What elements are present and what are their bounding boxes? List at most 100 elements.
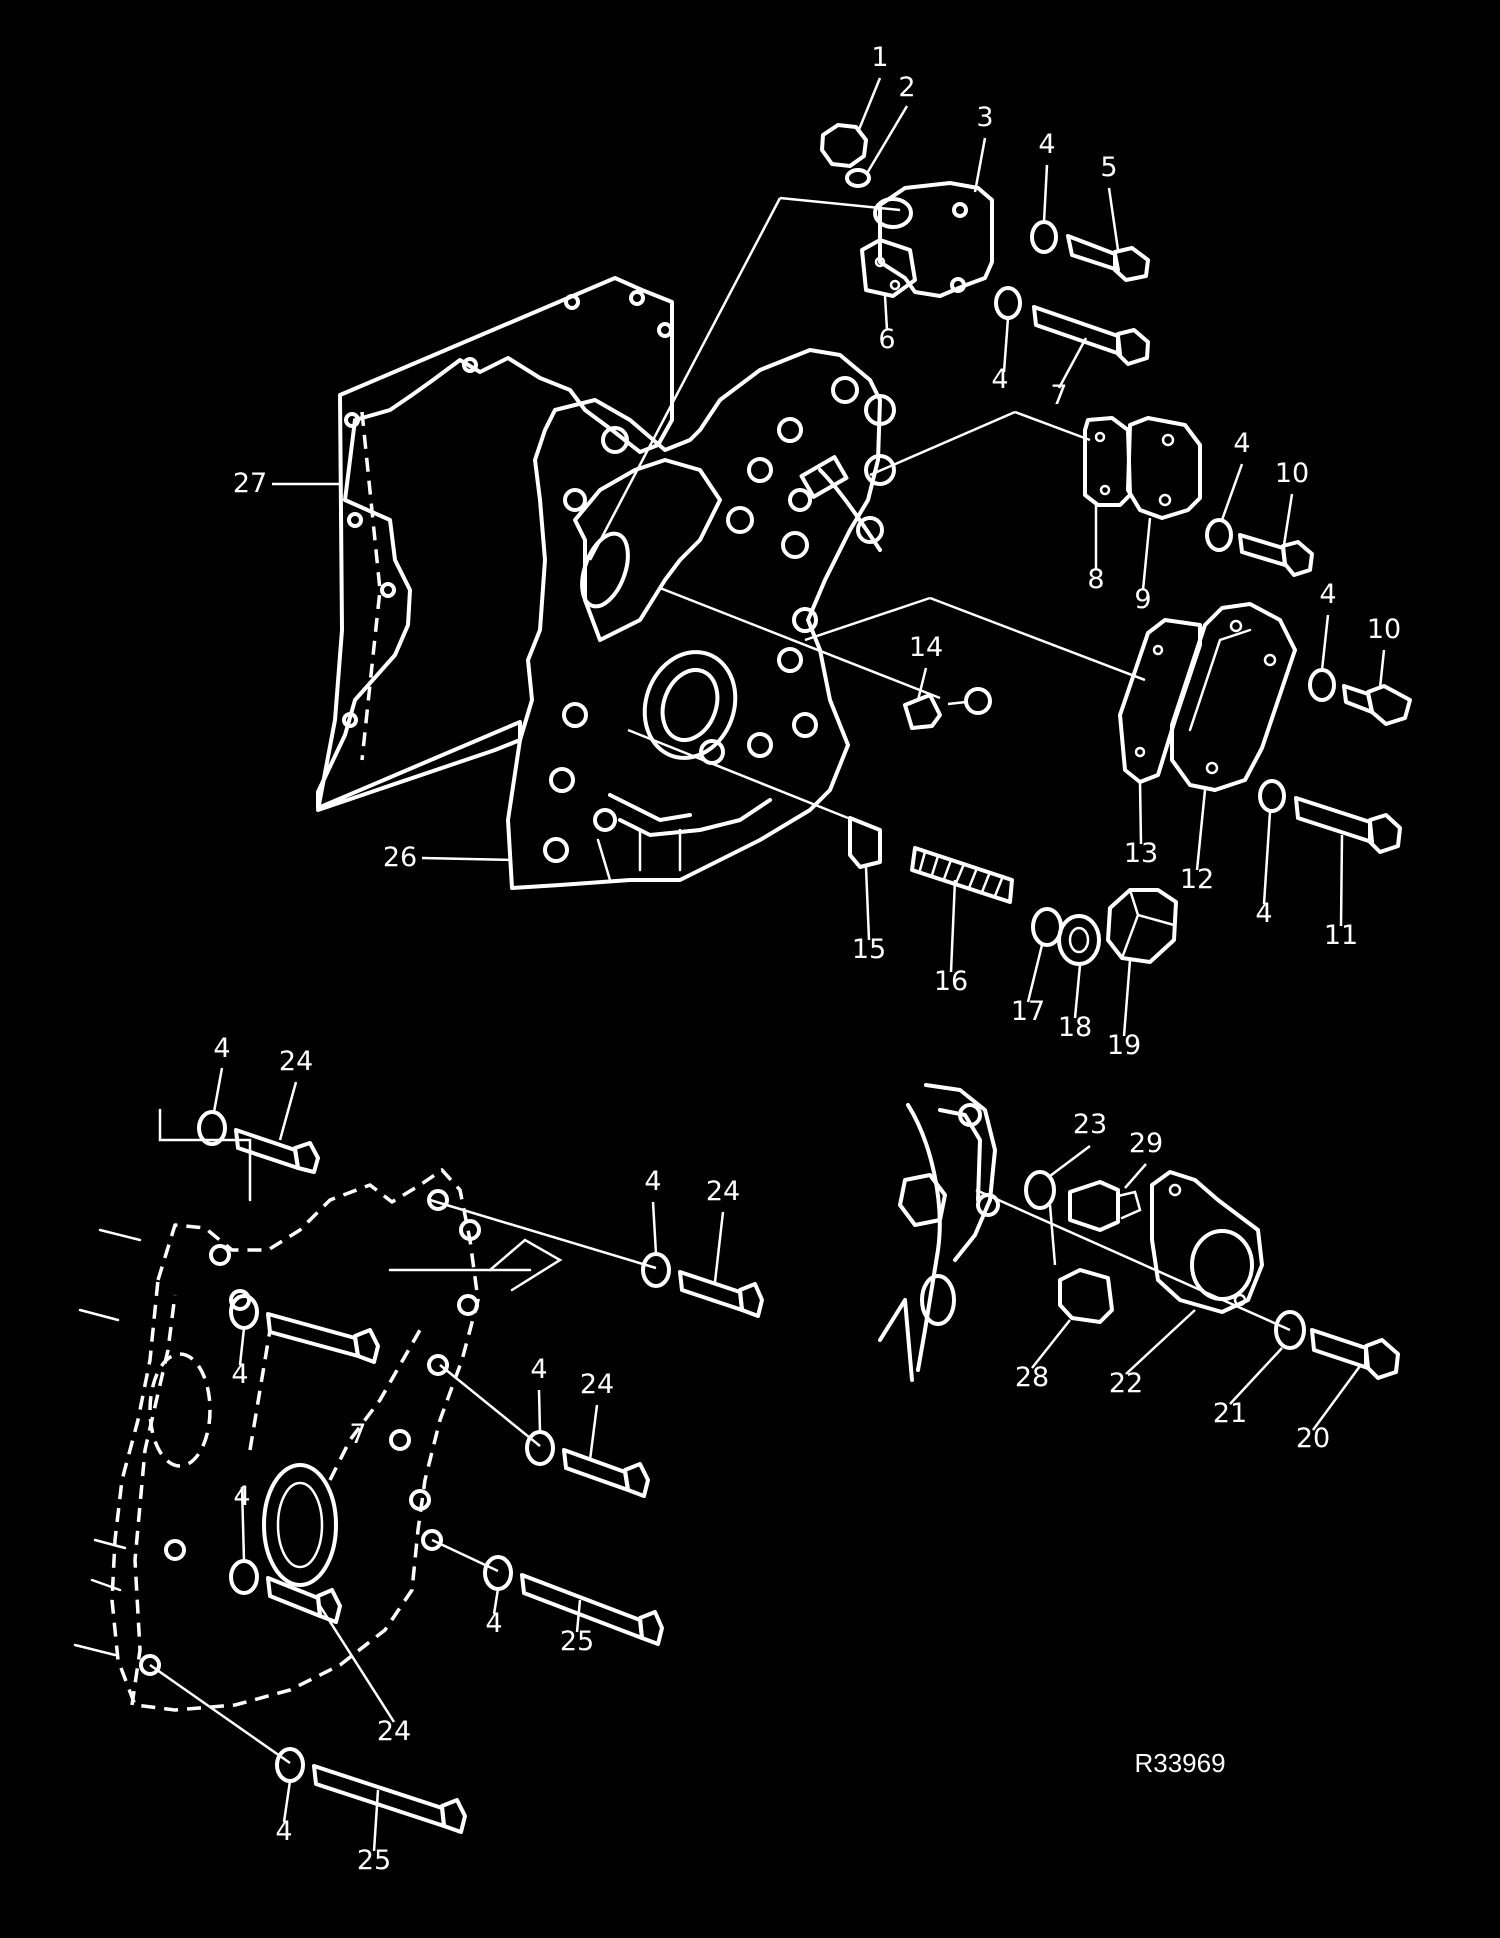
capscrew [266,1312,380,1364]
washer [229,1559,259,1595]
callout-c10a: 10 [1275,458,1309,489]
callout-c28: 28 [1015,1362,1049,1393]
washer [275,1747,305,1783]
callout-c24c: 24 [580,1369,614,1400]
callout-c13: 13 [1124,838,1158,869]
hex-plug [1106,888,1178,964]
callout-c10b: 10 [1367,614,1401,645]
valve-spring [910,846,1014,904]
capscrew [678,1270,764,1318]
capscrew [1238,533,1314,577]
leader-lines-pin [1031,1145,1362,1431]
leader-lines-bottom [149,1067,725,1852]
washer [994,286,1022,320]
callout-c24b: 24 [706,1176,740,1207]
washer [641,1252,671,1288]
callout-c4e: 4 [1255,898,1272,929]
callout-c6: 6 [878,324,895,355]
callout-c24d: 24 [377,1716,411,1747]
callout-c17: 17 [1011,996,1045,1027]
timing-pin-housing [1150,1170,1264,1314]
callout-c23: 23 [1073,1109,1107,1140]
callout-c5: 5 [1100,152,1117,183]
filler-housing [873,181,994,298]
callout-c24a: 24 [279,1046,313,1077]
callout-c26: 26 [383,842,417,873]
callout-c22: 22 [1109,1368,1143,1399]
capscrew [1342,684,1412,726]
callout-c4d: 4 [1319,579,1336,610]
timing-pin-assembly [878,1083,1291,1382]
callout-c7b: 7 [349,1419,366,1450]
large-access-cover [1170,602,1297,792]
capscrew [1294,796,1402,854]
housing-washer [1274,1310,1306,1350]
callout-c21: 21 [1213,1398,1247,1429]
callout-c1: 1 [871,42,888,73]
callout-c11: 11 [1324,920,1358,951]
capscrew [1032,305,1150,366]
callout-c15: 15 [852,934,886,965]
callout-c25a: 25 [560,1626,594,1657]
washer [197,1110,227,1146]
callout-c12: 12 [1180,864,1214,895]
callout-c4g: 4 [644,1166,661,1197]
washer [1308,668,1336,702]
callout-c25b: 25 [357,1845,391,1876]
washer [525,1430,555,1466]
access-cover [1126,416,1202,520]
washer [483,1555,513,1591]
callout-c4i: 4 [530,1354,547,1385]
callout-c4j: 4 [233,1481,250,1512]
callout-c4c: 4 [1233,428,1250,459]
sealing-washer [1031,907,1063,947]
o-ring [845,168,871,188]
large-cover-gasket [1118,618,1202,784]
capscrew [312,1764,467,1834]
front-plate-gasket [316,276,674,812]
callout-c14: 14 [909,632,943,663]
callout-c4l: 4 [275,1816,292,1847]
callout-c8: 8 [1087,564,1104,595]
callout-c9: 9 [1134,584,1151,615]
callout-c4a: 4 [1038,129,1055,160]
copper-washer [1057,914,1101,966]
leader-lines-top [272,77,1386,1037]
timing-pin-cap [1058,1268,1114,1324]
washer [229,1294,259,1330]
timing-pin [1068,1180,1142,1232]
callout-c20: 20 [1296,1423,1330,1454]
callout-c3: 3 [976,102,993,133]
callout-c7a: 7 [1050,380,1067,411]
capscrew [562,1448,650,1498]
timing-gear-cover [506,348,896,890]
installed-cover-outline [73,1108,563,1712]
washer [1030,220,1058,254]
capscrew [234,1128,320,1174]
washer [1258,779,1286,813]
callout-c18: 18 [1058,1012,1092,1043]
callout-c29: 29 [1129,1128,1163,1159]
relief-valve-plug [903,693,942,730]
callout-c2: 2 [898,72,915,103]
callout-c16: 16 [934,966,968,997]
callout-c4k: 4 [485,1608,502,1639]
callout-c27: 27 [233,468,267,499]
washer [1205,518,1233,552]
callout-c19: 19 [1107,1030,1141,1061]
timing-pin-washer [1024,1170,1056,1210]
housing-gasket [860,238,917,298]
filler-cap [820,123,868,168]
callout-c4h: 4 [231,1359,248,1390]
cover-gasket [1083,416,1132,507]
steel-ball [964,687,992,715]
capscrew [1066,234,1150,282]
capscrew [520,1573,664,1646]
housing-capscrew [1310,1328,1400,1380]
capscrew [266,1576,342,1624]
callout-c4f: 4 [213,1033,230,1064]
figure-reference-number: R33969 [1134,1748,1225,1778]
